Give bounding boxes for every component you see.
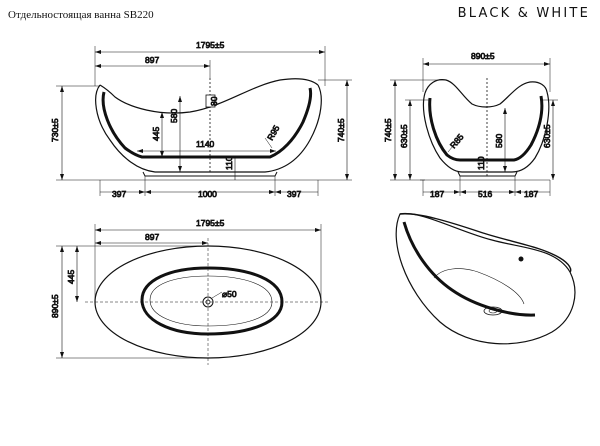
- side-base-length-label: 1000: [198, 189, 217, 199]
- end-foot-right-label: 187: [524, 189, 538, 199]
- perspective-tub-body: [395, 212, 576, 345]
- side-inner-depth-label: 445: [151, 127, 161, 141]
- end-view-inner-wall: [428, 95, 544, 162]
- side-foot-right-label: 397: [287, 189, 301, 199]
- end-overflow-height-label: 580: [494, 134, 504, 148]
- side-view-rim: [99, 78, 319, 114]
- end-foot-left-label: 187: [430, 189, 444, 199]
- end-view-base: [457, 171, 518, 177]
- drawing-title: Отдельностоящая ванна SB220: [8, 9, 154, 21]
- side-overflow-size-label: 80: [209, 96, 219, 106]
- top-view-inner-basin: [140, 266, 284, 336]
- side-overall-width-label: 1795±5: [196, 40, 225, 50]
- side-view-base: [142, 171, 278, 177]
- side-base-height-label: 110: [224, 156, 234, 170]
- drain-outline: [202, 296, 214, 308]
- side-bottom-length-label: 1140: [196, 139, 215, 149]
- top-overall-depth-label: 890±5: [50, 294, 60, 318]
- end-overall-width-label: 890±5: [471, 51, 495, 61]
- end-inner-right-label: 630±5: [542, 124, 552, 148]
- side-drain-offset-label: 897: [145, 55, 159, 65]
- side-foot-left-label: 397: [112, 189, 126, 199]
- side-radius-label: R95: [265, 123, 282, 142]
- side-height-left-label: 730±5: [50, 118, 60, 142]
- end-inner-left-label: 630±5: [399, 124, 409, 148]
- end-base-width-label: 516: [478, 189, 492, 199]
- side-overflow-height-label: 580: [169, 109, 179, 123]
- side-height-right-label: 740±5: [336, 118, 346, 142]
- end-view-rim: [424, 79, 548, 108]
- side-view: [56, 46, 352, 196]
- end-view: [390, 58, 558, 196]
- end-base-height-label: 110: [476, 156, 486, 170]
- side-view-inner-wall: [101, 87, 313, 159]
- perspective-view: [395, 212, 576, 345]
- top-drain-offset-label: 897: [145, 232, 159, 242]
- brand-logo: BLACK & WHITE: [457, 6, 590, 21]
- top-drain-diameter-label: ⌀50: [222, 289, 237, 299]
- end-height-left-label: 740±5: [383, 118, 393, 142]
- top-drain-depth-label: 445: [66, 270, 76, 284]
- perspective-tub-rim: [399, 213, 572, 273]
- top-overall-width-label: 1795±5: [196, 218, 225, 228]
- top-view: [56, 224, 330, 365]
- end-radius-label: R85: [448, 132, 466, 151]
